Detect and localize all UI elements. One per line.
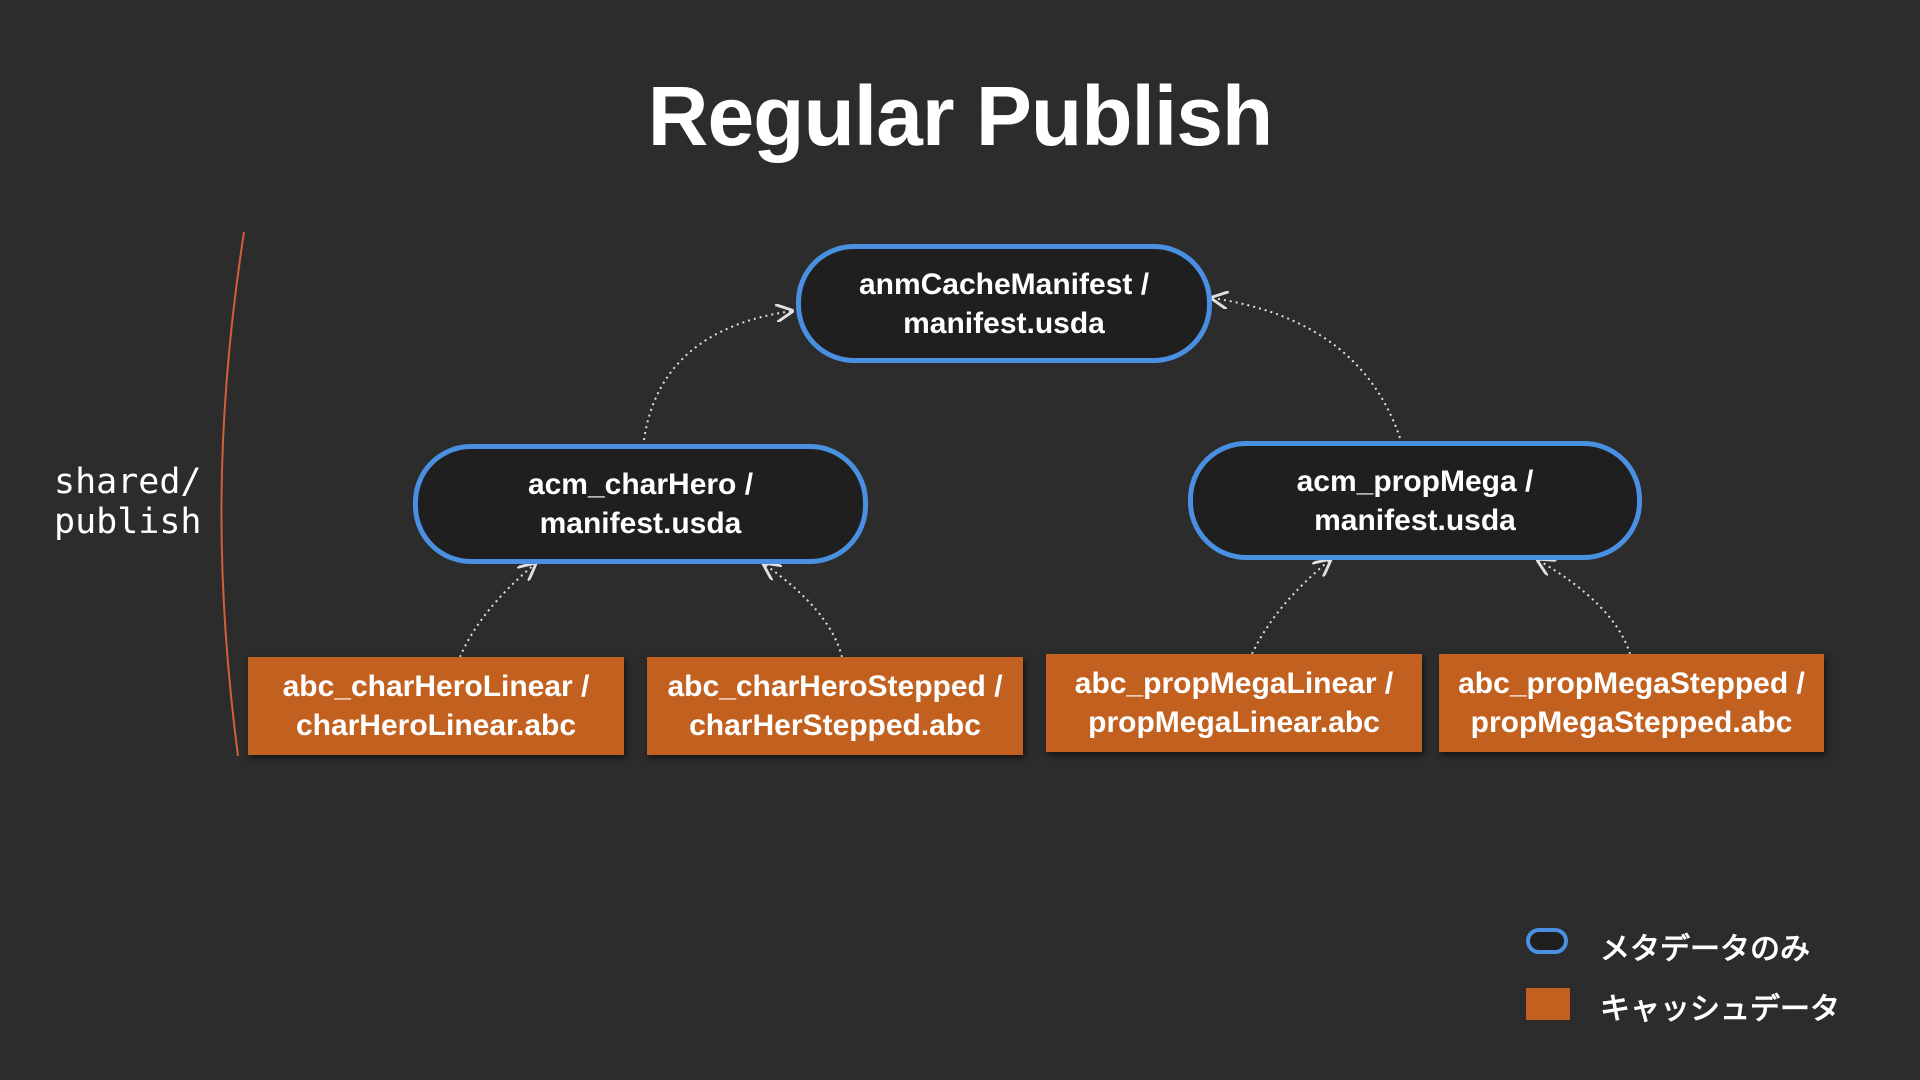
node-label-line1: abc_propMegaLinear /: [1074, 667, 1394, 700]
node-abc-prop-mega-linear: abc_propMegaLinear / propMegaLinear.abc: [1046, 654, 1422, 752]
node-abc-char-hero-linear: abc_charHeroLinear / charHeroLinear.abc: [248, 657, 624, 755]
side-label-line1: shared/: [54, 462, 202, 502]
edge-prop-mega-stepped-to-prop-mega: [1538, 560, 1631, 655]
node-label-line1: anmCacheManifest /: [858, 267, 1150, 301]
node-label-line2: manifest.usda: [903, 306, 1105, 340]
node-label-line1: abc_charHeroLinear /: [282, 670, 590, 703]
node-label-line2: charHeroLinear.abc: [295, 709, 577, 742]
bracket-line: [220, 231, 245, 757]
node-label-line1: abc_charHeroStepped /: [667, 670, 1003, 703]
node-label-line2: manifest.usda: [539, 507, 742, 540]
node-acm-prop-mega: acm_propMega / manifest.usda: [1188, 441, 1642, 560]
node-label-line2: propMegaStepped.abc: [1470, 706, 1793, 739]
node-label-line1: abc_propMegaStepped /: [1458, 667, 1805, 700]
node-label-line1: acm_propMega /: [1296, 464, 1534, 498]
edge-char-hero-stepped-to-char-hero: [764, 564, 843, 658]
page-title: Regular Publish: [647, 69, 1273, 163]
node-label-line2: charHerStepped.abc: [689, 709, 981, 742]
node-abc-prop-mega-stepped: abc_propMegaStepped / propMegaStepped.ab…: [1439, 654, 1824, 752]
edge-prop-mega-linear-to-prop-mega: [1251, 560, 1330, 655]
legend-cache-swatch: [1526, 988, 1570, 1020]
node-anm-cache-manifest: anmCacheManifest / manifest.usda: [796, 244, 1212, 363]
node-label-line1: acm_charHero /: [527, 468, 754, 501]
legend-metadata-label: メタデータのみ: [1600, 933, 1810, 966]
legend-metadata-swatch: [1526, 928, 1568, 954]
side-label-line2: publish: [54, 502, 202, 542]
node-label-line2: propMegaLinear.abc: [1088, 706, 1380, 739]
edge-char-hero-linear-to-char-hero: [459, 564, 535, 658]
shared-publish-label: shared/ publish: [54, 462, 202, 542]
node-label-line2: manifest.usda: [1314, 503, 1516, 537]
node-abc-char-hero-stepped: abc_charHeroStepped / charHerStepped.abc: [647, 657, 1023, 755]
node-acm-char-hero: acm_charHero / manifest.usda: [413, 444, 868, 564]
legend-cache-label: キャッシュデータ: [1600, 993, 1840, 1026]
edge-char-hero-to-root: [643, 311, 792, 441]
edge-prop-mega-to-root: [1212, 298, 1401, 439]
